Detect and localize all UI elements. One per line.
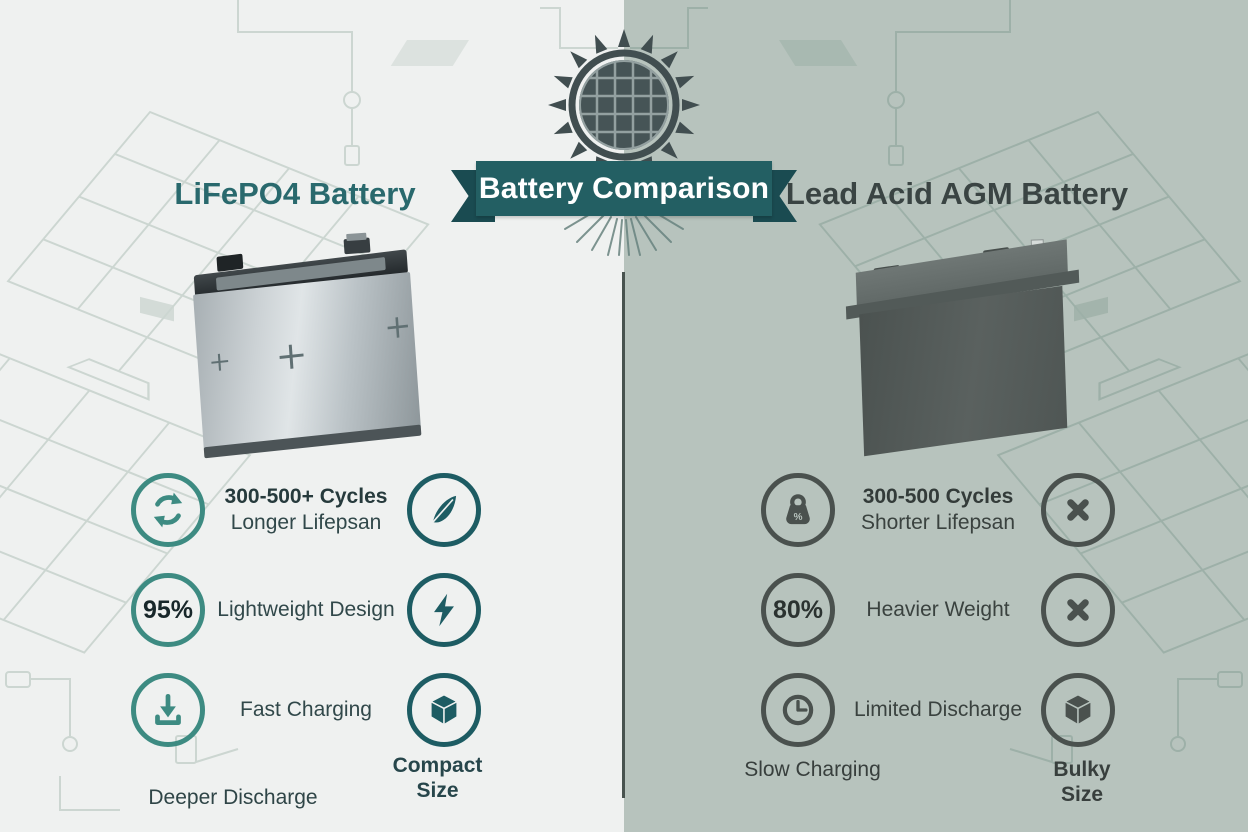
- left-column-title: LiFePO4 Battery: [174, 176, 416, 211]
- percent-badge-circle: 80%: [761, 573, 835, 647]
- right-feature-row-2: 80% Heavier Weight: [761, 568, 1115, 652]
- percent-badge-circle: 95%: [131, 573, 205, 647]
- center-divider-line: [622, 272, 625, 798]
- kettlebell-weight-icon: %: [761, 473, 835, 547]
- x-cross-icon: [1041, 573, 1115, 647]
- percent-value: 95%: [142, 595, 194, 624]
- feature-label: Limited Discharge: [853, 698, 1023, 721]
- percent-value: 80%: [772, 595, 824, 624]
- banner-title: Battery Comparison: [476, 161, 772, 216]
- solar-sun-grid-icon: [548, 29, 700, 181]
- compact-line1: Compact: [392, 754, 483, 777]
- right-feature-row-3: Limited Discharge: [761, 668, 1115, 752]
- download-arrow-icon: [131, 673, 205, 747]
- left-feature-row-1: 300-500+ Cycles Longer Lifepsan: [131, 468, 481, 552]
- feature-label: Lightweight Design: [217, 598, 395, 621]
- cycle-refresh-icon: [131, 473, 205, 547]
- left-feature-row-2: 95% Lightweight Design: [131, 568, 481, 652]
- cube-3d-icon: [407, 673, 481, 747]
- lead-acid-battery-image: [834, 226, 1093, 457]
- right-bottom-label: Slow Charging: [744, 758, 881, 781]
- feature-line2: Longer Lifepsan: [230, 511, 382, 534]
- feature-label: Heavier Weight: [866, 598, 1010, 621]
- battery-body: [859, 285, 1068, 457]
- cube-3d-icon: [1041, 673, 1115, 747]
- feature-line1: 300-500 Cycles: [862, 485, 1014, 508]
- battery-body: [193, 271, 421, 451]
- right-feature-row-1: % 300-500 Cycles Shorter Lifepsan: [761, 468, 1115, 552]
- lightning-bolt-icon: [407, 573, 481, 647]
- bulky-line2: Size: [1060, 783, 1104, 806]
- right-column-title: Lead Acid AGM Battery: [785, 176, 1129, 211]
- battery-terminal: [343, 237, 371, 255]
- feature-line2: Shorter Lifepsan: [860, 511, 1016, 534]
- feather-icon: [407, 473, 481, 547]
- bulky-size-label: Bulky Size: [1012, 757, 1152, 807]
- svg-text:%: %: [794, 512, 803, 523]
- bulky-line1: Bulky: [1053, 758, 1111, 781]
- feature-line1: 300-500+ Cycles: [224, 485, 388, 508]
- plus-mark: [387, 316, 409, 338]
- left-bottom-label: Deeper Discharge: [148, 786, 318, 809]
- clock-icon: [761, 673, 835, 747]
- plus-mark: [279, 343, 305, 369]
- x-cross-icon: [1041, 473, 1115, 547]
- battery-terminal: [216, 253, 244, 272]
- feature-label: Fast Charging: [240, 698, 372, 721]
- compact-line2: Size: [416, 779, 459, 802]
- plus-mark: [211, 353, 229, 372]
- left-feature-row-3: Fast Charging: [131, 668, 481, 752]
- lifepo4-battery-image: [186, 232, 430, 463]
- compact-size-label: Compact Size: [360, 753, 515, 803]
